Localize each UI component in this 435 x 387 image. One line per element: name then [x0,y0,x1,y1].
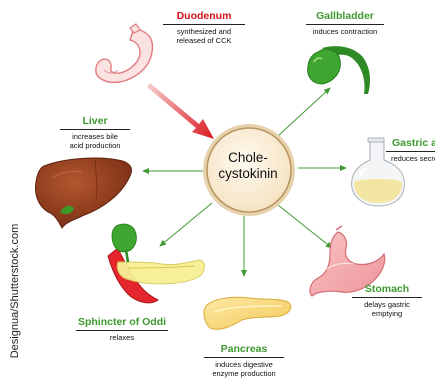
arrow-to-stomach [278,205,332,248]
stomach-divider [352,297,422,298]
stomach-label: Stomach delays gastric emptying [352,283,422,318]
sphincter-of-oddi-icon [108,224,205,303]
stomach-title: Stomach [352,283,422,296]
duodenum-divider [163,24,245,25]
liver-title: Liver [60,115,130,128]
stomach-desc-line1: delays gastric [352,300,422,309]
pancreas-desc-line1: induces digestive [204,360,284,369]
stomach-desc-line2: emptying [352,309,422,318]
cck-center-line2: cystokinin [205,166,291,182]
gallbladder-title: Gallbladder [306,10,384,23]
pancreas-label: Pancreas induces digestive enzyme produc… [204,343,284,378]
gastric-acid-label: Gastric ac reduces secre [386,137,435,163]
pancreas-title: Pancreas [204,343,284,356]
image-credit: Designua/Shutterstock.com [9,206,21,376]
duodenum-label: Duodenum synthesized and released of CCK [163,10,245,45]
gallbladder-label: Gallbladder induces contraction [306,10,384,36]
liver-desc-line2: acid production [60,141,130,150]
gallbladder-divider [306,24,384,25]
cck-center-line1: Chole- [205,150,291,166]
red-arrow-duodenum-to-cck [147,83,214,139]
duodenum-title: Duodenum [163,10,245,23]
gastric-acid-desc: reduces secre [386,154,435,163]
duodenum-icon [96,24,153,82]
liver-label: Liver increases bile acid production [60,115,130,150]
cck-center-label: Chole- cystokinin [205,150,291,182]
liver-desc-line1: increases bile [60,132,130,141]
gallbladder-desc: induces contraction [306,27,384,36]
pancreas-desc-line2: enzyme production [204,369,284,378]
liver-divider [60,129,130,130]
gastric-acid-title: Gastric ac [386,137,435,150]
sphincter-desc: relaxes [76,333,168,342]
sphincter-label: Sphincter of Oddi relaxes [76,316,168,342]
pancreas-divider [204,357,284,358]
duodenum-desc-line2: released of CCK [163,36,245,45]
gallbladder-icon [308,46,370,94]
pancreas-icon [204,297,291,329]
sphincter-title: Sphincter of Oddi [76,316,168,329]
arrow-to-gallbladder [278,88,330,136]
sphincter-divider [76,330,168,331]
duodenum-desc-line1: synthesized and [163,27,245,36]
liver-icon [36,158,132,228]
arrow-to-sphincter [160,203,212,246]
gastric-acid-divider [386,151,435,152]
